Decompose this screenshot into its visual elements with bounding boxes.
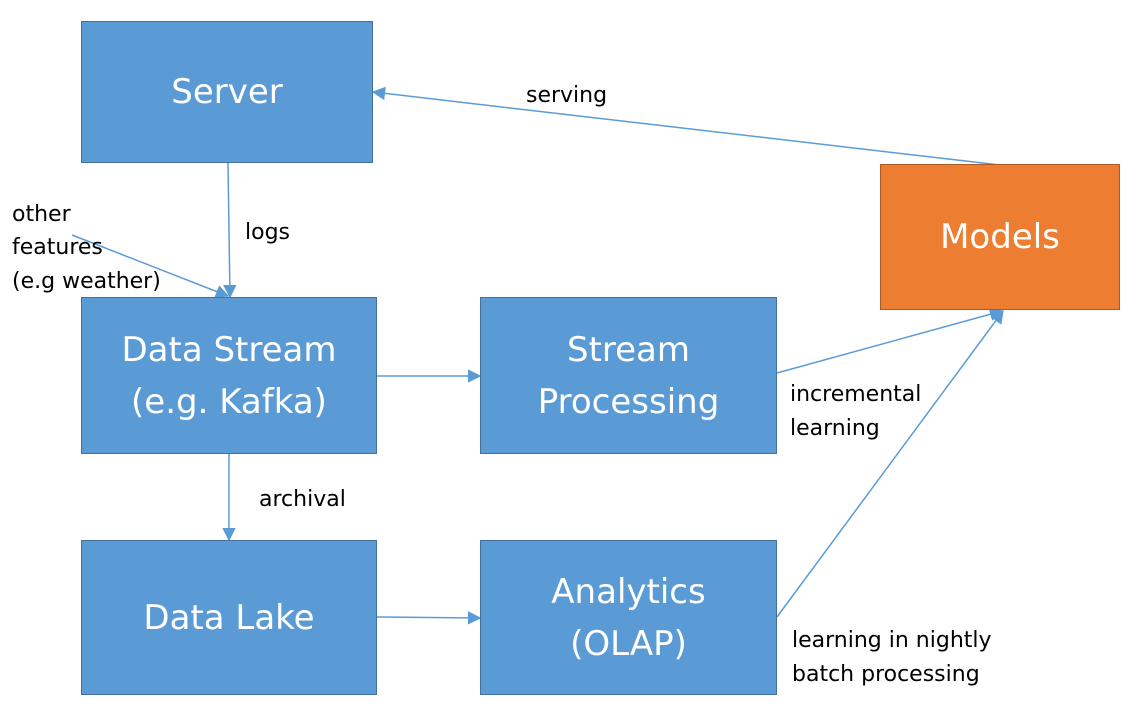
- analytics-node-sublabel: (OLAP): [570, 623, 687, 664]
- incremental-learning-label-line2: learning: [790, 416, 880, 441]
- stream-processing-node-label: Stream: [566, 329, 691, 370]
- models-node-label: Models: [940, 217, 1060, 257]
- nightly-batch-label-line2: batch processing: [792, 662, 980, 687]
- data-stream-node-label: Data Stream: [121, 329, 337, 370]
- arrow-analytics-to-models: [776, 309, 1004, 618]
- arrow-server-to-data-stream: [223, 162, 237, 299]
- serving-label: serving: [526, 83, 608, 108]
- nightly-batch-label-line1: learning in nightly: [792, 628, 992, 653]
- stream-processing-node: Stream Processing: [480, 297, 777, 454]
- arrow-data-lake-to-analytics: [376, 611, 482, 625]
- server-node: Server: [81, 21, 373, 163]
- other-features-label-line3: (e.g weather): [12, 269, 161, 294]
- data-lake-node: Data Lake: [81, 540, 377, 695]
- analytics-node: Analytics (OLAP): [480, 540, 777, 695]
- server-node-label: Server: [171, 72, 283, 112]
- arrow-other-features-to-data-stream: [71, 234, 230, 298]
- arrow-models-to-server: [371, 86, 1001, 166]
- arrow-stream-processing-to-models: [776, 307, 1004, 374]
- data-lake-node-label: Data Lake: [143, 597, 315, 638]
- other-features-label-line1: other: [12, 202, 71, 227]
- data-stream-node-sublabel: (e.g. Kafka): [131, 381, 327, 422]
- archival-label: archival: [259, 487, 346, 512]
- other-features-label-line2: features: [12, 235, 103, 260]
- data-stream-node: Data Stream (e.g. Kafka): [81, 297, 377, 454]
- analytics-node-label: Analytics: [551, 571, 706, 612]
- stream-processing-node-sublabel: Processing: [537, 381, 720, 422]
- logs-label: logs: [245, 220, 290, 245]
- models-node: Models: [880, 164, 1120, 310]
- incremental-learning-label-line1: incremental: [790, 382, 922, 407]
